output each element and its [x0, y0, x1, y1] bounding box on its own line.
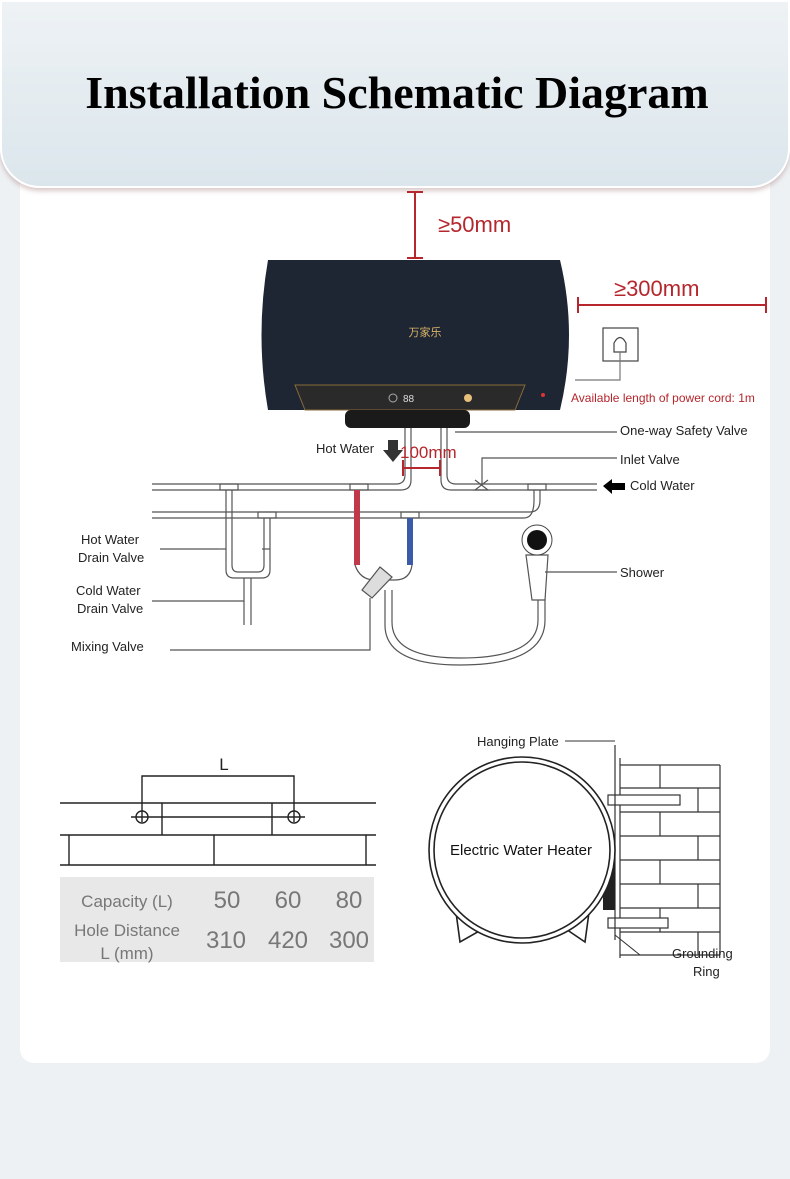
side-view-wall — [607, 745, 721, 958]
water-heater — [261, 260, 569, 428]
inlet-valve-label: Inlet Valve — [620, 452, 680, 467]
grounding-ring-label-2: Ring — [693, 964, 720, 979]
header-banner: Installation Schematic Diagram — [0, 0, 790, 188]
power-cord-note: Available length of power cord: 1m — [571, 391, 755, 405]
hanging-plate-label: Hanging Plate — [477, 734, 559, 749]
hot-water-drain-valve-label: Hot Water — [81, 532, 140, 547]
grounding-ring-leader — [614, 934, 668, 956]
side-clearance-label: ≥300mm — [614, 276, 699, 301]
hole-distance-header-unit: L (mm) — [100, 944, 153, 963]
cold-water-label: Cold Water — [630, 478, 695, 493]
bracket-dimension-label: L — [219, 755, 228, 774]
capacity-table — [60, 877, 374, 962]
pipe-spacing-dimension — [402, 460, 441, 476]
cold-water-arrow-icon — [603, 479, 625, 494]
page-title: Installation Schematic Diagram — [85, 67, 709, 118]
hot-water-label: Hot Water — [316, 441, 375, 456]
heater-display: 88 — [403, 394, 415, 405]
hole-distance-cell: 300 — [329, 927, 369, 954]
capacity-cell: 60 — [275, 887, 302, 914]
plumbing — [152, 428, 617, 666]
capacity-header: Capacity (L) — [81, 892, 173, 911]
cold-water-drain-valve-label: Cold Water — [76, 583, 141, 598]
top-clearance-dimension — [407, 191, 423, 259]
brand-logo: 万家乐 — [409, 325, 442, 339]
capacity-cell: 80 — [336, 887, 363, 914]
pipe-spacing-label: 100mm — [400, 443, 457, 462]
shower-label: Shower — [620, 565, 665, 580]
top-clearance-label: ≥50mm — [438, 212, 511, 237]
cold-water-drain-valve-label-2: Drain Valve — [77, 601, 143, 616]
grounding-ring-label: Grounding — [672, 946, 733, 961]
hole-distance-cell: 420 — [268, 927, 308, 954]
hole-distance-cell: 310 — [206, 927, 246, 954]
hanging-bracket-front-view — [60, 775, 376, 866]
capacity-cell: 50 — [214, 887, 241, 914]
one-way-safety-valve-label: One-way Safety Valve — [620, 423, 748, 438]
heater-side-view — [428, 756, 616, 944]
hot-water-drain-valve-label-2: Drain Valve — [78, 550, 144, 565]
power-socket-icon — [575, 327, 639, 381]
hole-distance-header: Hole Distance — [74, 921, 180, 940]
mixing-valve-label: Mixing Valve — [71, 639, 144, 654]
heater-side-label: Electric Water Heater — [450, 842, 592, 859]
side-clearance-dimension — [577, 297, 767, 313]
hot-water-arrow-icon — [383, 440, 403, 462]
